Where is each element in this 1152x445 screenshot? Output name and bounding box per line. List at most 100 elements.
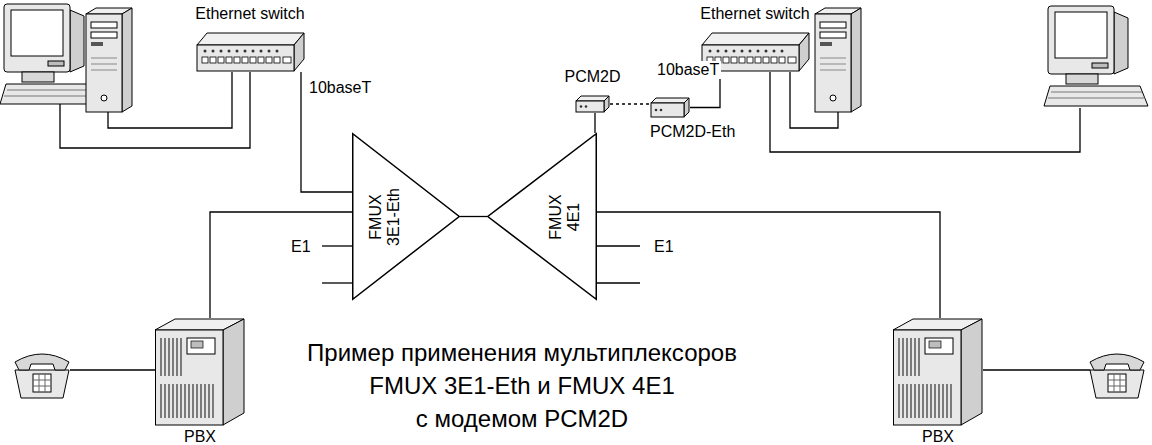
rj45-port <box>755 57 761 63</box>
status-led <box>781 50 784 53</box>
rj45-port <box>747 57 753 63</box>
device-label: Ethernet switch <box>700 5 809 23</box>
rj45-port <box>779 57 785 63</box>
modem-led <box>660 109 663 112</box>
node-shape <box>893 318 983 426</box>
display-screen <box>929 341 941 348</box>
status-led <box>709 50 712 53</box>
modem-device: PCM2D-Eth <box>650 97 690 118</box>
multiplexer-triangle <box>488 134 597 300</box>
modem-led <box>580 105 583 108</box>
switch-front <box>197 45 294 71</box>
connector-line <box>594 113 595 133</box>
e1-stub <box>322 245 352 246</box>
signal-label: E1 <box>289 238 313 256</box>
modem-led <box>585 105 588 108</box>
node-shape <box>575 95 610 113</box>
e1-stub <box>597 282 640 283</box>
rj45-port <box>234 57 240 63</box>
connector-line <box>210 212 352 318</box>
modem-front <box>576 101 604 112</box>
multiplexer-node: FMUX 4E1 <box>487 133 597 300</box>
rj45-port <box>771 57 777 63</box>
switch-top <box>702 33 809 45</box>
lan-wire <box>790 72 838 128</box>
device-label: PBX <box>184 428 216 445</box>
status-led <box>765 50 768 53</box>
rj45-port <box>723 57 729 63</box>
multiplexer-node: FMUX 3E1-Eth <box>352 133 460 300</box>
status-led <box>725 50 728 53</box>
connector-line <box>610 103 650 104</box>
display-screen <box>191 341 203 348</box>
rj45-port <box>218 57 224 63</box>
server-icon <box>86 8 132 112</box>
multiplexer-name: FMUX 3E1-Eth <box>367 182 403 252</box>
telephone-icon <box>15 354 69 398</box>
status-led <box>749 50 752 53</box>
modem-front <box>651 103 684 117</box>
e1-stub <box>322 282 352 283</box>
multiplexer-triangle <box>353 134 460 300</box>
status-led <box>252 50 255 53</box>
modem-top <box>651 98 689 103</box>
status-led <box>757 50 760 53</box>
switch-side <box>799 33 809 71</box>
telephone-icon <box>1090 354 1144 398</box>
device-label: PCM2D-Eth <box>650 123 735 141</box>
status-led <box>741 50 744 53</box>
caption-text: Пример применения мультиплексоров FMUX 3… <box>272 336 772 435</box>
cabinet-display <box>925 338 953 354</box>
connector-line <box>597 212 940 318</box>
node-shape <box>195 32 305 72</box>
rj45-port <box>274 57 280 63</box>
cabinet-side <box>223 319 244 425</box>
switch-device: Ethernet switch <box>195 32 305 72</box>
modem-side <box>604 96 609 112</box>
rj45-port <box>226 57 232 63</box>
rj45-port <box>763 57 769 63</box>
rj45-port <box>258 57 264 63</box>
lan-wire <box>60 72 250 148</box>
computer-icon <box>1044 6 1148 106</box>
link-label: 10baseT <box>307 79 373 97</box>
status-led <box>268 50 271 53</box>
cabinet-side <box>961 319 982 425</box>
node-shape <box>650 97 690 118</box>
device-label: PBX <box>922 428 954 445</box>
status-led <box>228 50 231 53</box>
cabinet-vents <box>899 338 951 418</box>
status-led <box>220 50 223 53</box>
pbx-device: PBX <box>893 318 983 426</box>
device-label: Ethernet switch <box>195 5 304 23</box>
rj45-port <box>739 57 745 63</box>
pbx-device: PBX <box>155 318 245 426</box>
server-icon <box>815 8 861 112</box>
rj45-port <box>250 57 256 63</box>
phone-wire <box>983 369 1090 370</box>
rj45-port <box>242 57 248 63</box>
lan-wire <box>108 72 232 128</box>
device-label: PCM2D <box>564 68 620 86</box>
status-led <box>236 50 239 53</box>
phone-wire <box>70 369 155 370</box>
e1-stub <box>597 245 640 246</box>
rj45-port <box>210 57 216 63</box>
modem-device: PCM2D <box>575 95 610 113</box>
rj45-port <box>202 57 208 63</box>
cabinet-front <box>894 330 962 425</box>
cabinet-display <box>187 338 215 354</box>
link-label: 10baseT <box>655 61 721 79</box>
status-led <box>717 50 720 53</box>
connector-line <box>460 216 487 217</box>
modem-led <box>655 109 658 112</box>
signal-label: E1 <box>652 238 676 256</box>
status-led <box>204 50 207 53</box>
rj45-port <box>731 57 737 63</box>
status-led <box>212 50 215 53</box>
cabinet-vents <box>161 338 213 418</box>
rj45-port <box>266 57 272 63</box>
modem-side <box>684 98 689 117</box>
